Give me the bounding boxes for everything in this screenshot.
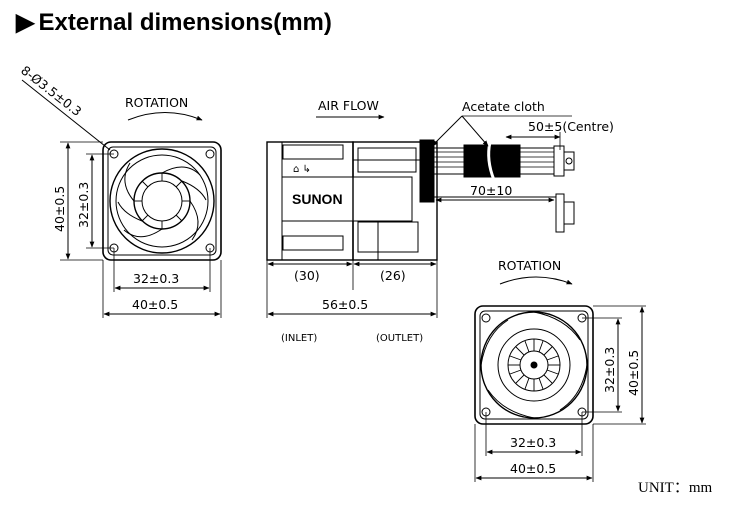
- acetate-cloth-label: Acetate cloth: [462, 99, 545, 114]
- acetate-leader: [461, 115, 489, 147]
- total-len-label: 56±0.5: [322, 297, 368, 312]
- rear-rotor: [497, 328, 571, 402]
- front-view: 8-Ø3.5±0.3 ROTATION: [18, 63, 222, 318]
- connector-body: [563, 151, 575, 171]
- rotation-label: ROTATION: [125, 95, 188, 110]
- air-flow-label: AIR FLOW: [318, 98, 379, 113]
- lead-centre-label: 50±5(Centre): [528, 119, 614, 134]
- symbol-glyph: ⌂ ↳: [293, 164, 311, 175]
- rear-blade: [480, 319, 509, 366]
- fan-blade: [181, 180, 207, 201]
- fan-blade: [117, 201, 143, 222]
- brand-label: SUNON: [292, 191, 343, 207]
- outlet-label: (OUTLET): [376, 333, 423, 344]
- rear-blade: [487, 389, 535, 419]
- outlet-rib: [357, 221, 419, 253]
- mount-hole: [205, 149, 215, 159]
- rear-view: ROTATION 32±0.3: [474, 258, 646, 482]
- rear-blade: [559, 364, 588, 411]
- fan-blade: [123, 228, 163, 238]
- inlet-len-label: (30): [294, 268, 320, 283]
- height-outer-label: 40±0.5: [52, 186, 67, 232]
- rear-height-outer-label: 40±0.5: [626, 350, 641, 396]
- fan-blade-ring: [115, 154, 209, 248]
- mount-hole: [481, 313, 491, 323]
- housing-rib: [282, 144, 344, 160]
- rear-rotation-arc: [499, 276, 573, 285]
- fan-frame-inner: [107, 146, 217, 256]
- lower-connector: [555, 193, 565, 233]
- fan-frame: [102, 141, 222, 261]
- hole-leader: [21, 79, 111, 151]
- fan-blade: [189, 200, 199, 241]
- fan-venturi: [109, 148, 215, 254]
- rear-frame-inner: [479, 310, 589, 420]
- rear-width-outer-label: 40±0.5: [510, 461, 556, 476]
- page-title: ▶External dimensions(mm): [16, 8, 332, 37]
- lower-connector-body: [563, 201, 575, 225]
- hub-ribs: [134, 173, 190, 229]
- acetate-leader: [431, 115, 463, 147]
- break-mark: [487, 141, 496, 181]
- title-marker: ▶: [16, 9, 35, 36]
- rear-blade: [533, 311, 581, 341]
- fan-blade: [161, 166, 201, 176]
- rear-ribs: [508, 339, 560, 391]
- inlet-label: (INLET): [281, 333, 317, 344]
- hole-spec-label: 8-Ø3.5±0.3: [18, 63, 84, 119]
- connector-latch: [565, 157, 573, 165]
- unit-label: UNIT：mm: [638, 480, 713, 496]
- rear-shaft: [530, 361, 538, 369]
- label-plate: [281, 176, 413, 222]
- side-view: AIR FLOW SUNON ⌂ ↳: [266, 98, 614, 344]
- acetate-cloth-wrap: [419, 139, 435, 203]
- lead-length-label: 70±10: [470, 183, 512, 198]
- outlet-len-label: (26): [380, 268, 406, 283]
- width-outer-label: 40±0.5: [132, 297, 178, 312]
- housing-rib: [282, 235, 344, 251]
- rear-height-inner-label: 32±0.3: [602, 347, 617, 393]
- rear-width-inner-label: 32±0.3: [510, 435, 556, 450]
- rear-frame: [474, 305, 594, 425]
- title-text: External dimensions(mm): [38, 9, 332, 36]
- rear-rotation-label: ROTATION: [498, 258, 561, 273]
- connector-housing: [553, 145, 565, 177]
- fan-blade: [124, 162, 135, 202]
- rotation-arc: [127, 112, 203, 121]
- height-inner-label: 32±0.3: [76, 182, 91, 228]
- width-inner-label: 32±0.3: [133, 271, 179, 286]
